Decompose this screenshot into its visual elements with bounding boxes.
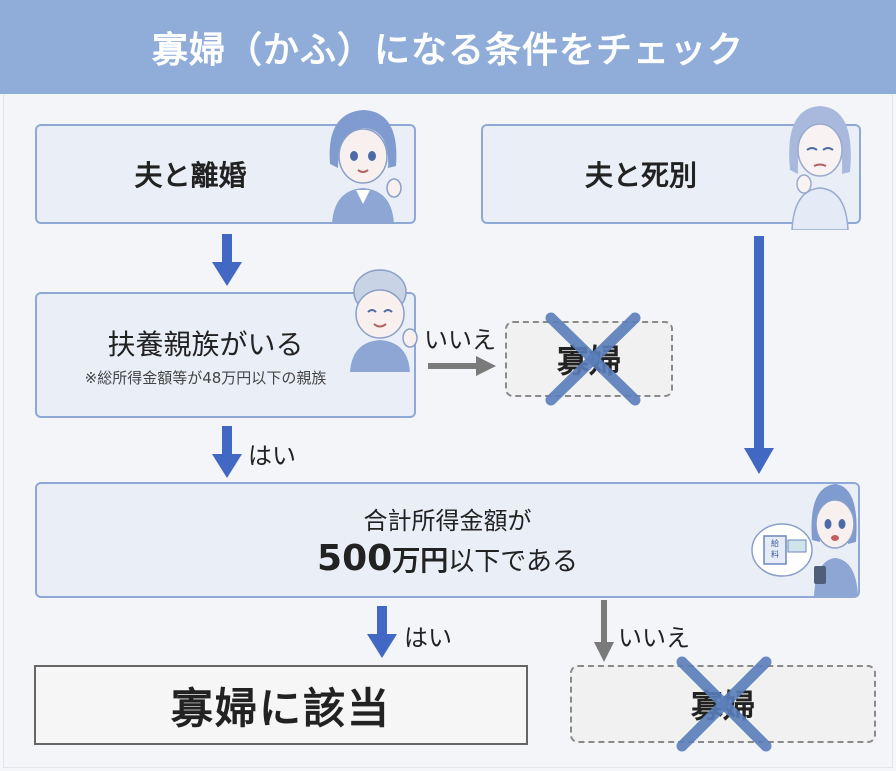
death-label: 夫と死別 bbox=[584, 159, 697, 192]
income-box: 合計所得金額が 500万円以下である bbox=[35, 482, 860, 598]
woman-waving-illustration bbox=[329, 110, 402, 224]
dependent-box: 扶養親族がいる ※総所得金額等が48万円以下の親族 bbox=[35, 292, 416, 418]
not-widow-box-2: 寡婦 bbox=[570, 665, 876, 743]
woman-crying-illustration bbox=[789, 106, 851, 230]
salary-envelope-text-2: 料 bbox=[771, 549, 779, 559]
arrow-dependent-to-income bbox=[212, 426, 242, 478]
widow-result-label: 寡婦に該当 bbox=[170, 683, 391, 733]
income-rest: 以下である bbox=[448, 547, 578, 577]
income-line2: 500万円以下である bbox=[317, 538, 578, 579]
income-line1: 合計所得金額が bbox=[363, 507, 532, 535]
arrow-divorce-to-dependent bbox=[212, 234, 242, 286]
divorce-label: 夫と離婚 bbox=[134, 159, 247, 192]
arrow-income-no bbox=[594, 600, 614, 662]
no-label-1: いいえ bbox=[424, 326, 496, 354]
income-unit: 万円 bbox=[392, 544, 449, 577]
income-amount: 500 bbox=[317, 538, 393, 579]
page-title-text: 寡婦（かふ）になる条件をチェック bbox=[151, 30, 744, 71]
yes-label-2: はい bbox=[404, 624, 452, 652]
not-widow-label-1: 寡婦 bbox=[556, 342, 621, 380]
arrow-income-to-widow bbox=[367, 606, 397, 658]
dependent-label: 扶養親族がいる bbox=[107, 327, 304, 361]
yes-label-1: はい bbox=[248, 442, 296, 470]
woman-salary-illustration: 給 料 bbox=[751, 484, 858, 596]
dependent-note: ※総所得金額等が48万円以下の親族 bbox=[84, 368, 327, 387]
page-title: 寡婦（かふ）になる条件をチェック bbox=[0, 0, 896, 94]
not-widow-box-1: 寡婦 bbox=[505, 321, 673, 397]
salary-envelope-text: 給 bbox=[771, 538, 779, 548]
no-label-2: いいえ bbox=[618, 624, 690, 652]
arrow-death-to-income bbox=[744, 236, 774, 474]
arrow-dependent-no bbox=[428, 356, 496, 376]
not-widow-label-2: 寡婦 bbox=[690, 687, 755, 725]
grandmother-illustration bbox=[350, 269, 418, 372]
widow-result-box: 寡婦に該当 bbox=[34, 665, 528, 745]
